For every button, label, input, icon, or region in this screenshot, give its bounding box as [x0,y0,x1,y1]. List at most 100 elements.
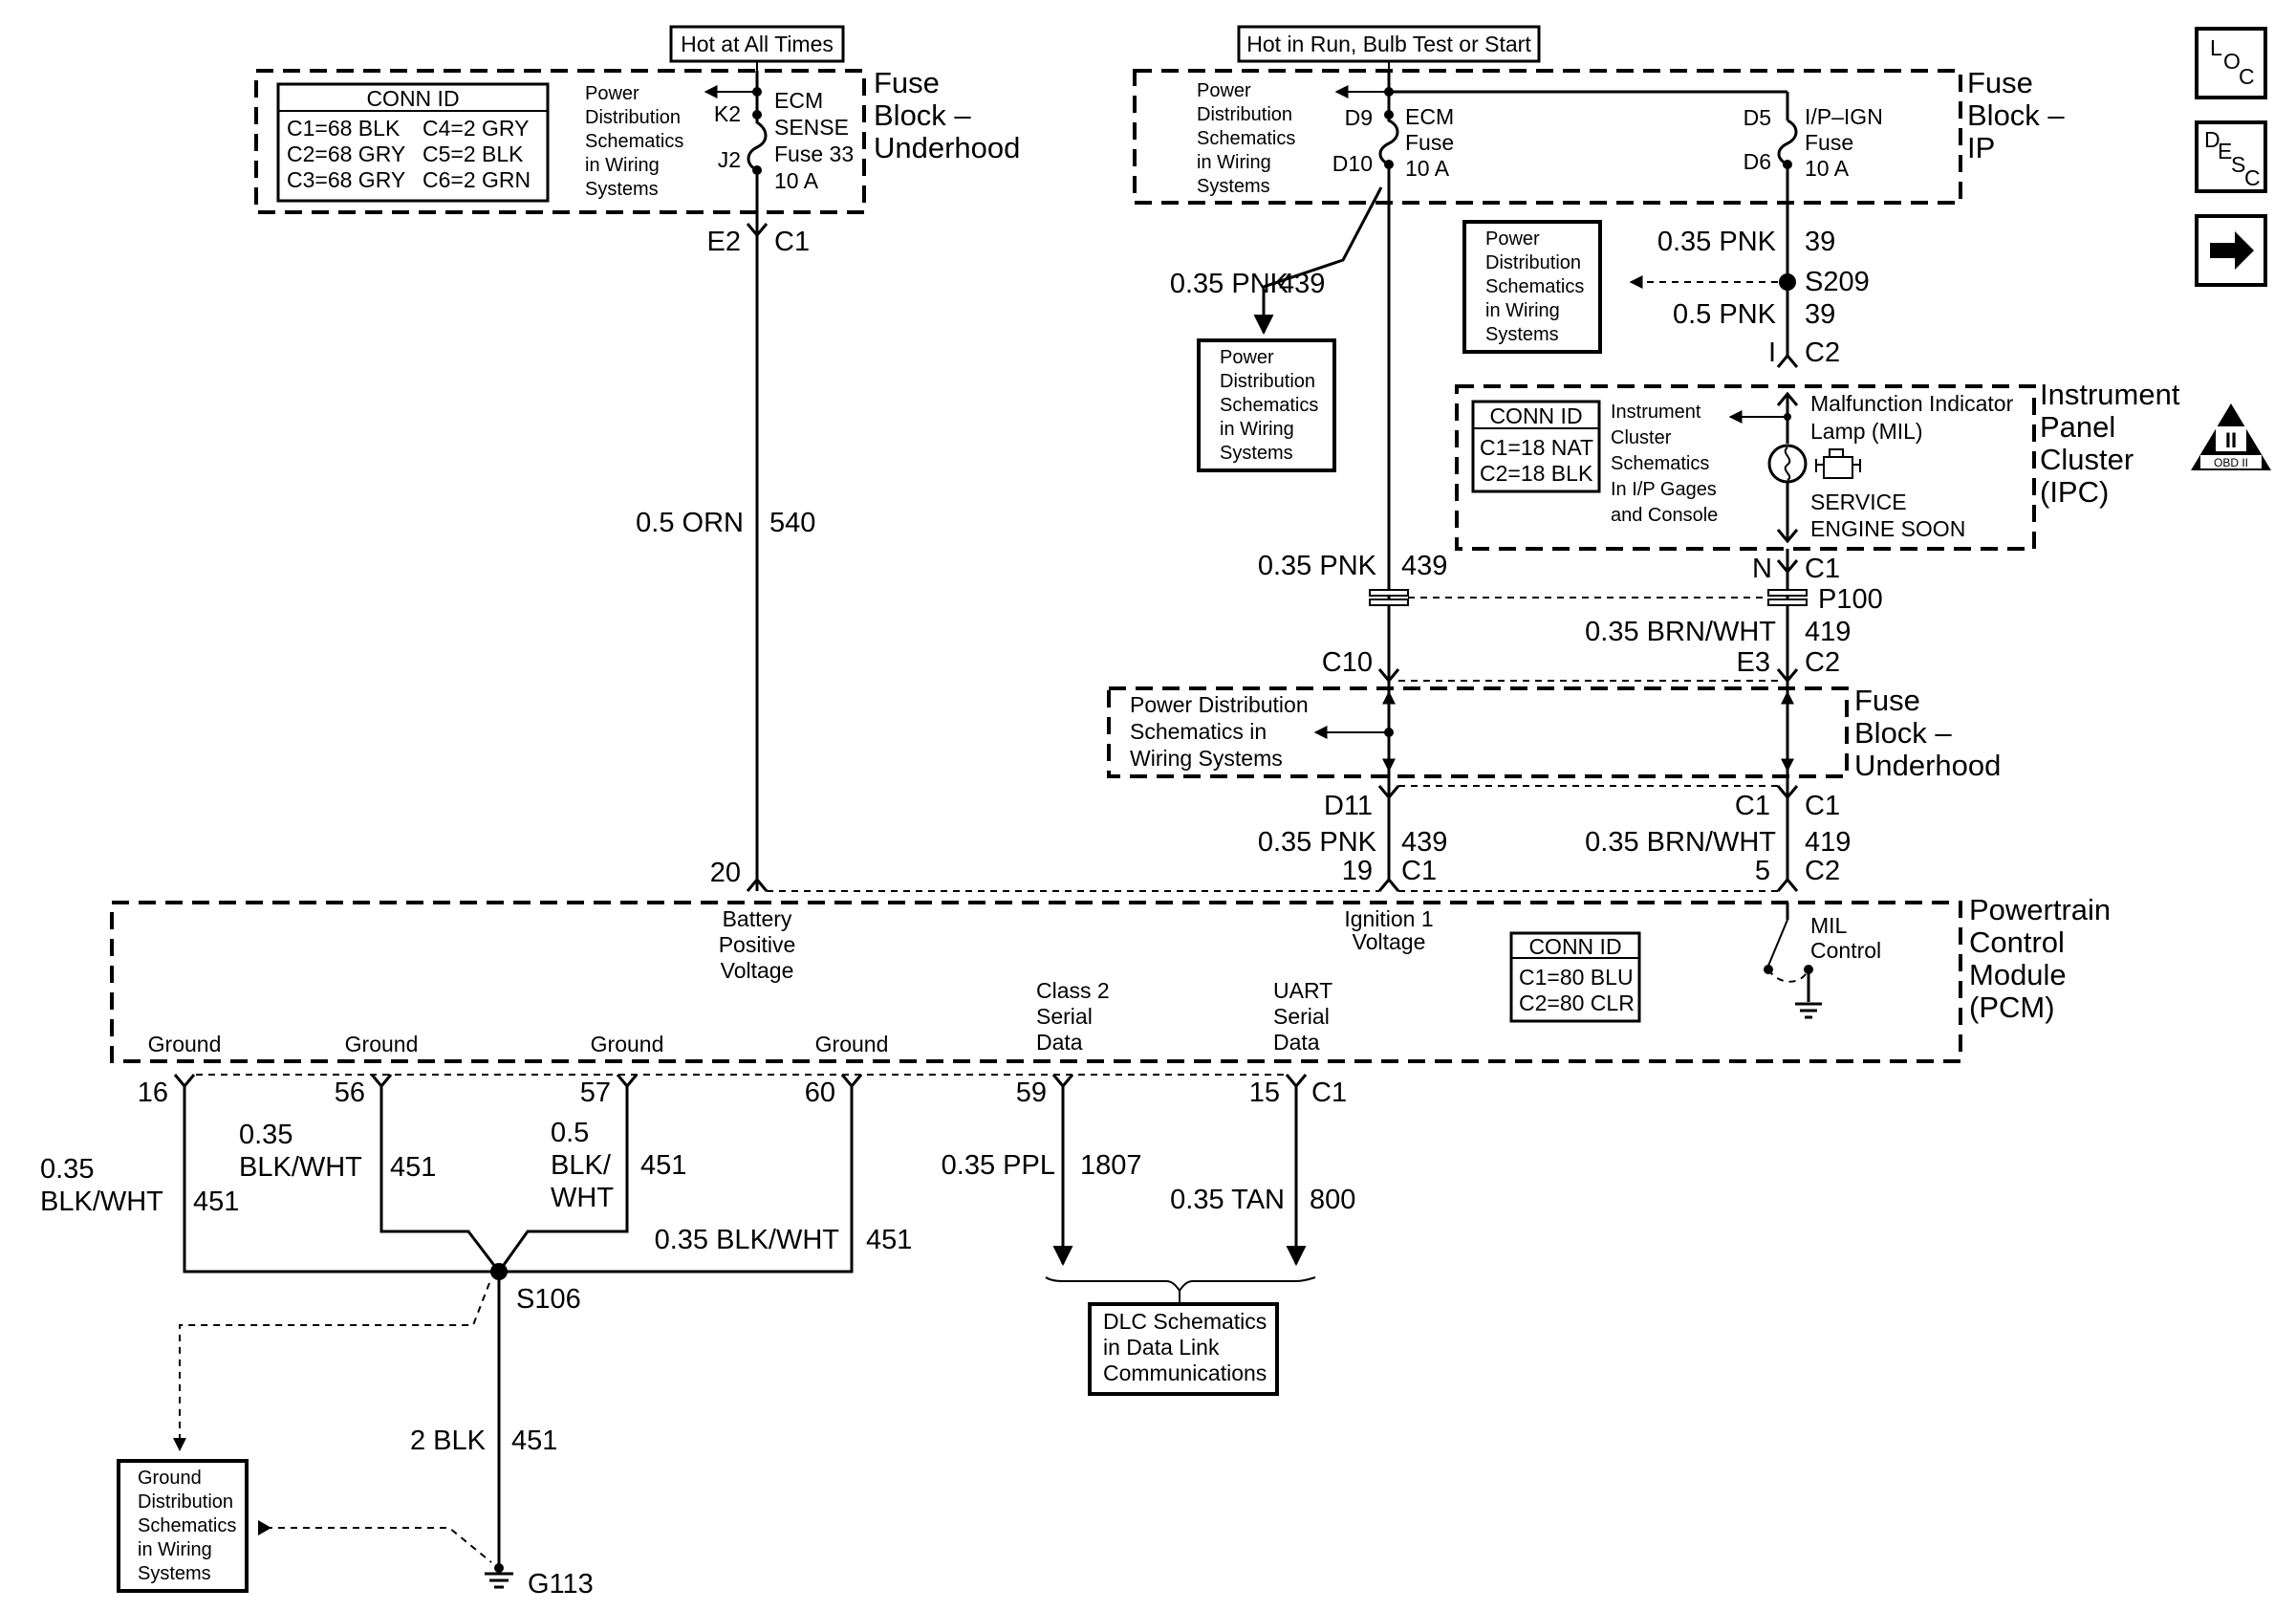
svg-text:Systems: Systems [1197,176,1270,197]
svg-text:CONN ID: CONN ID [1489,403,1582,428]
svg-text:C2=18 BLK: C2=18 BLK [1480,461,1593,486]
power-distribution-ref-ip: Power Distribution Schematics in Wiring … [1197,80,1295,197]
svg-text:20: 20 [710,858,741,888]
svg-text:ECM: ECM [774,88,823,113]
svg-text:S: S [2231,152,2245,177]
svg-text:800: 800 [1310,1185,1355,1215]
conn-id-table-ipc: CONN ID C1=18 NAT C2=18 BLK [1471,400,1601,493]
svg-text:10 A: 10 A [1405,156,1450,181]
svg-text:Schematics: Schematics [585,131,683,152]
svg-text:Schematics in: Schematics in [1130,719,1267,744]
svg-text:Voltage: Voltage [1353,929,1426,954]
svg-text:L: L [2210,35,2222,60]
mil-control-switch-icon [1764,903,1822,1019]
svg-text:Power: Power [1220,347,1274,368]
instrument-cluster-ref: Instrument Cluster Schematics In I/P Gag… [1611,402,1718,526]
desc-icon[interactable]: D E S C [2195,120,2267,193]
ground-circuits: 16 56 57 60 0.35 BLK/WHT 451 0.35 BLK/WH… [40,1074,1285,1600]
svg-text:5: 5 [1755,856,1770,886]
svg-text:419: 419 [1805,827,1851,858]
svg-text:C1=80 BLU: C1=80 BLU [1519,965,1634,990]
svg-text:E3: E3 [1737,647,1770,678]
svg-text:D10: D10 [1332,151,1373,176]
svg-text:Instrument: Instrument [2040,378,2180,411]
svg-text:0.35 PNK: 0.35 PNK [1170,269,1289,299]
svg-text:SENSE: SENSE [774,115,849,140]
svg-text:0.35 TAN: 0.35 TAN [1170,1185,1285,1215]
svg-text:N: N [1752,554,1772,584]
svg-text:Malfunction Indicator: Malfunction Indicator [1810,391,2014,416]
svg-text:Fuse: Fuse [1967,66,2033,99]
ground-label-16: Ground [148,1032,222,1056]
svg-text:D11: D11 [1324,791,1373,821]
power-distribution-ref-top: Power Distribution Schematics in Wiring … [585,83,683,200]
svg-text:Systems: Systems [585,179,659,200]
data-link-circuits: 59 15 C1 0.35 PPL 1807 0.35 TAN 800 DLC … [942,1074,1355,1396]
svg-text:DLC Schematics: DLC Schematics [1103,1309,1267,1334]
ground-g113-icon [485,1572,513,1589]
mid-wire-labels: 0.35 PNK 439 P100 0.35 BRN/WHT 419 C10 E… [1258,551,1883,684]
svg-text:C5=2 BLK: C5=2 BLK [422,142,524,166]
svg-text:Cluster: Cluster [1611,427,1672,448]
svg-text:I: I [1768,337,1776,368]
svg-text:0.35 PNK: 0.35 PNK [1258,551,1377,581]
power-distribution-ref-s209: Power Distribution Schematics in Wiring … [1462,220,1602,354]
ground-distribution-ref: Ground Distribution Schematics in Wiring… [117,1459,249,1593]
svg-text:Hot in Run, Bulb Test or Start: Hot in Run, Bulb Test or Start [1246,32,1531,56]
svg-text:D6: D6 [1744,149,1771,174]
svg-text:in Wiring: in Wiring [1197,152,1271,173]
svg-text:451: 451 [640,1150,686,1181]
dlc-ref: DLC Schematics in Data Link Communicatio… [1088,1302,1279,1396]
svg-text:Data: Data [1273,1030,1320,1055]
svg-text:IP: IP [1967,131,1995,164]
svg-text:BLK/WHT: BLK/WHT [40,1186,163,1217]
p100-passthrough-left [1369,589,1409,606]
svg-text:C2: C2 [1805,337,1840,368]
loc-icon[interactable]: L O C [2195,27,2267,99]
splice-s106: S106 [516,1284,581,1315]
svg-text:C2: C2 [1805,647,1840,678]
svg-text:10 A: 10 A [1805,156,1850,181]
ecm-fuse-symbol [1378,92,1399,203]
svg-text:Hot at All Times: Hot at All Times [681,32,834,56]
svg-text:Distribution: Distribution [1197,104,1292,125]
svg-text:BLK/WHT: BLK/WHT [239,1152,362,1183]
fuse-block-underhood-title-2: Block – [874,98,971,132]
ip-ign-fuse-label: I/P–IGN Fuse 10 A [1805,104,1883,181]
svg-text:Module: Module [1969,958,2067,991]
svg-text:in Wiring: in Wiring [1485,300,1560,321]
obd-ii-icon: II OBD II [2191,403,2271,470]
svg-text:UART: UART [1273,978,1332,1003]
pin-16: 16 [138,1078,168,1108]
mil-lamp-icon [1767,444,1808,484]
svg-text:SERVICE: SERVICE [1810,490,1907,514]
svg-text:C4=2 GRY: C4=2 GRY [422,116,529,141]
svg-text:(PCM): (PCM) [1969,991,2055,1024]
svg-text:BLK/: BLK/ [551,1150,612,1181]
right-arrow-icon[interactable] [2195,214,2267,287]
svg-text:19: 19 [1342,856,1373,886]
svg-text:Underhood: Underhood [1854,749,2001,782]
grommet-p100: P100 [1818,584,1883,615]
svg-text:Systems: Systems [1220,443,1293,464]
pin-59: 59 [1016,1078,1047,1108]
svg-text:In I/P Gages: In I/P Gages [1611,479,1717,500]
svg-text:0.35: 0.35 [239,1120,292,1150]
svg-text:C1: C1 [774,227,810,257]
svg-text:0.35: 0.35 [40,1154,94,1185]
svg-text:0.5 PNK: 0.5 PNK [1673,299,1777,330]
svg-text:Fuse 33: Fuse 33 [774,142,854,166]
svg-text:Wiring Systems: Wiring Systems [1130,746,1283,771]
svg-text:O: O [2223,49,2241,74]
svg-text:C2=80 CLR: C2=80 CLR [1519,991,1635,1015]
ignition-1-voltage-label: Ignition 1 Voltage [1344,906,1433,954]
svg-text:Schematics: Schematics [1220,395,1318,416]
svg-text:J2: J2 [718,147,741,172]
svg-text:Control: Control [1969,925,2065,959]
pin-57: 57 [580,1078,611,1108]
svg-text:and Console: and Console [1611,505,1718,526]
svg-text:C1=18 NAT: C1=18 NAT [1480,435,1593,460]
svg-text:C1: C1 [1735,791,1770,821]
svg-text:Power: Power [1485,229,1540,250]
svg-text:C2=68 GRY: C2=68 GRY [287,142,405,166]
